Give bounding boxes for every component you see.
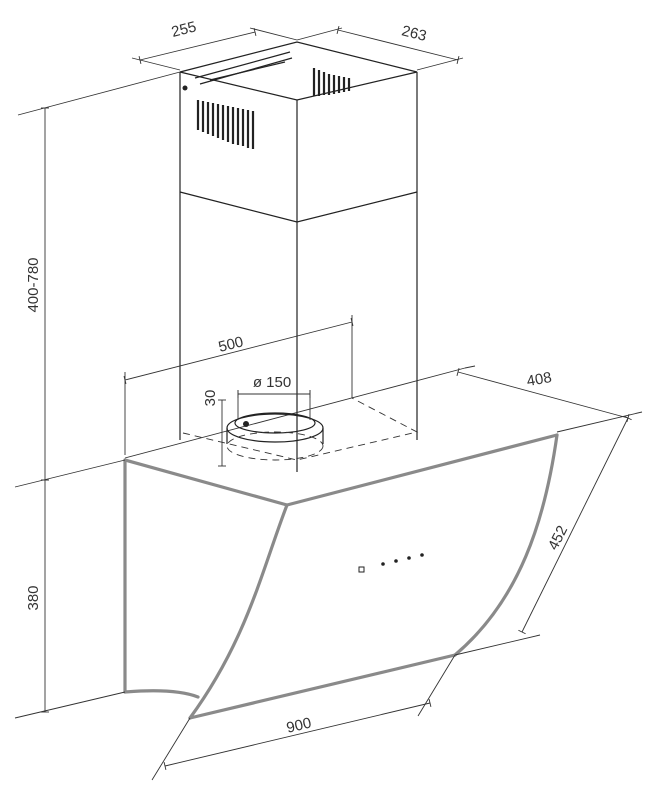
control-button-icon (407, 556, 411, 560)
label-duct-spacing: 500 (217, 333, 245, 356)
chimney-top-face (179, 41, 418, 101)
control-button-icon (420, 553, 424, 557)
chimney-section-joint (179, 191, 418, 223)
extension-line (151, 717, 191, 781)
glass-left-curve (188, 503, 289, 720)
dimension-tick (163, 762, 167, 770)
dimension-tick (624, 415, 632, 421)
extension-line (417, 654, 456, 717)
duct-collar-bottom (226, 431, 324, 461)
extension-line (249, 27, 298, 41)
label-hood-width: 900 (285, 715, 313, 737)
hood-base-curve (123, 689, 200, 699)
dimension-tick (456, 56, 460, 64)
chimney-screw (182, 85, 188, 91)
extension-line (131, 57, 181, 71)
label-hood-height: 380 (25, 585, 42, 610)
extension-line (556, 411, 643, 433)
hood-back-edge (124, 367, 466, 459)
glass-right-curve (453, 433, 559, 657)
dimension-tick (428, 699, 432, 707)
label-collar-height: 30 (202, 390, 219, 407)
dimension-line-452 (521, 417, 629, 633)
dimension-tick (518, 629, 526, 635)
dimension-labels: 255 263 400-780 380 500 ø 150 30 408 452… (25, 18, 571, 736)
chimney-slot-line (194, 51, 291, 79)
hood-body (123, 433, 559, 720)
extension-line (14, 691, 126, 719)
control-panel (358, 553, 424, 573)
hood-top (124, 367, 466, 461)
dimension-tick (138, 56, 142, 64)
extension-line (14, 459, 126, 488)
dimension-tick (336, 26, 340, 34)
control-button-icon (394, 559, 398, 563)
glass-bottom-edge (188, 653, 457, 720)
dimension-tick (253, 28, 257, 36)
chimney-vent-right (312, 68, 351, 96)
label-glass-length: 452 (545, 523, 572, 553)
extension-line (416, 57, 464, 71)
extension-line (296, 27, 343, 41)
dimension-line-500 (124, 321, 353, 381)
chimney (179, 41, 418, 472)
control-button-icon (381, 562, 385, 566)
dimension-tick (123, 376, 127, 384)
dimension-line-255 (139, 31, 256, 61)
extension-line (464, 365, 476, 369)
label-chimney-depth: 263 (400, 22, 428, 45)
extension-line (17, 71, 181, 116)
extension-line (454, 634, 541, 656)
chimney-slot-line (209, 61, 286, 81)
label-duct-diameter: ø 150 (253, 374, 291, 391)
glass-top-edge (123, 433, 559, 507)
label-chimney-height: 400-780 (25, 257, 42, 312)
power-button-icon (358, 566, 365, 573)
dimension-line-900 (164, 702, 431, 767)
dimension-arrow-ticks (41, 26, 632, 770)
dimension-tick (456, 368, 460, 376)
duct-flap-pivot (243, 421, 249, 427)
dimension-line-408 (457, 371, 629, 419)
dimension-line-263 (337, 29, 459, 61)
chimney-footprint-hidden (182, 397, 419, 461)
label-hood-depth: 408 (525, 369, 553, 390)
dimension-tick (350, 318, 354, 326)
duct-collar-inner (234, 412, 316, 434)
label-chimney-width: 255 (170, 18, 198, 41)
chimney-vent-left (196, 100, 255, 149)
